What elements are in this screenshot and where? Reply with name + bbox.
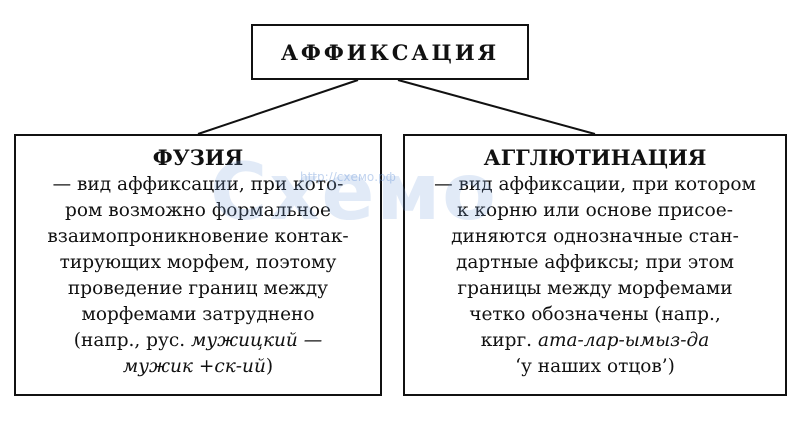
agglutination-description: — вид аффиксации, при котором к корню ил… [405,172,785,380]
agglutination-line: — вид аффиксации, при котором [434,174,756,195]
agglutination-node: АГГЛЮТИНАЦИЯ — вид аффиксации, при котор… [403,134,787,396]
fusion-example-word: мужицкий — [191,330,323,351]
fusion-node: ФУЗИЯ — вид аффиксации, при кото- ром во… [14,134,382,396]
connector-root-to-fusion [197,79,359,135]
agglutination-example-line: кирг. ата-лар-ымыз-да [405,328,785,354]
agglutination-title: АГГЛЮТИНАЦИЯ [483,145,707,170]
fusion-line: тирующих морфем, поэтому [59,252,337,273]
fusion-line: проведение границ между [67,278,329,299]
agglutination-example-prefix: кирг. [480,330,538,351]
agglutination-example-gloss: ‘у наших отцов’) [515,356,675,377]
agglutination-line: четко обозначены (напр., [469,304,721,325]
fusion-line: ром возможно формальное [65,200,331,221]
agglutination-line: диняются однозначные стан- [451,226,739,247]
agglutination-example-word: ата-лар-ымыз-да [537,330,710,351]
fusion-line: взаимопроникновение контак- [47,226,349,247]
root-title: АФФИКСАЦИЯ [280,39,500,65]
fusion-title: ФУЗИЯ [152,145,244,170]
fusion-example-split-line: мужик +ск-ий) [16,354,380,380]
agglutination-line: границы между морфемами [457,278,733,299]
agglutination-line: к корню или основе присое- [456,200,733,221]
fusion-example-line: (напр., рус. мужицкий — [16,328,380,354]
fusion-example-prefix: (напр., рус. [73,330,192,351]
root-node: АФФИКСАЦИЯ [251,24,529,80]
fusion-example-split: мужик +ск-ий [122,356,266,377]
fusion-description: — вид аффиксации, при кото- ром возможно… [16,172,380,380]
agglutination-line: дартные аффиксы; при этом [456,252,734,273]
fusion-example-close: ) [265,356,274,377]
fusion-line: — вид аффиксации, при кото- [52,174,344,195]
fusion-line: морфемами затруднено [81,304,315,325]
connector-root-to-agglutination [397,79,596,135]
